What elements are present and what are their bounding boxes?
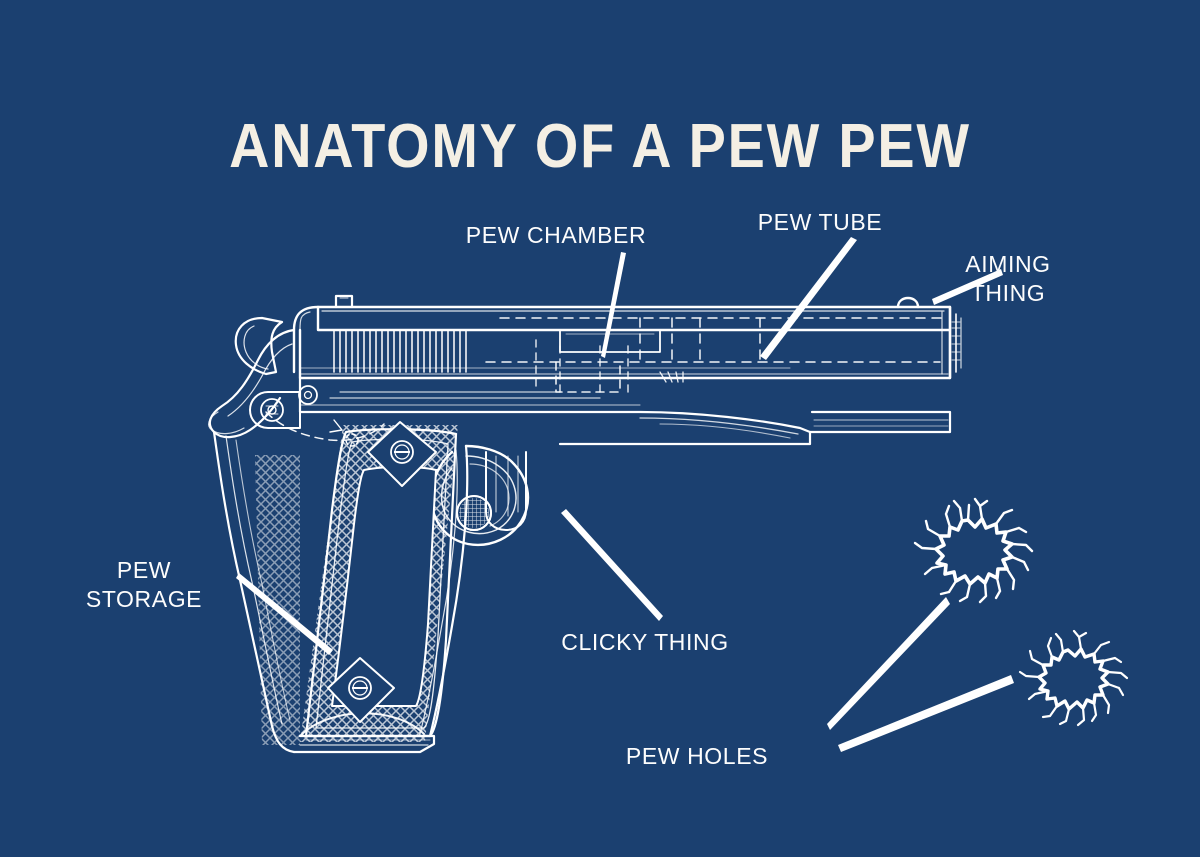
page-title: ANATOMY OF A PEW PEW — [229, 111, 971, 181]
label-aiming-thing: AIMING THING — [965, 251, 1051, 307]
label-pew-holes: PEW HOLES — [625, 743, 769, 769]
leader-pew-holes-1 — [827, 597, 950, 730]
leader-lines — [236, 237, 1014, 752]
slide-stop-pin — [298, 385, 318, 405]
label-pew-chamber: PEW CHAMBER — [465, 222, 647, 248]
label-pew-storage: PEW STORAGE — [85, 557, 203, 613]
pistol-slide — [292, 294, 962, 393]
hidden-barrel-lines — [485, 317, 945, 363]
leader-pew-tube — [760, 237, 857, 360]
leader-pew-holes-2 — [838, 675, 1014, 752]
label-clicky-thing: CLICKY THING — [561, 629, 729, 655]
label-pew-tube: PEW TUBE — [757, 209, 883, 235]
trigger — [485, 451, 527, 531]
leader-clicky-thing — [561, 509, 663, 621]
front-sight — [896, 296, 920, 309]
safety-pivot — [260, 398, 284, 422]
thumb-safety — [249, 391, 301, 429]
bullet-hole-lower — [1018, 629, 1129, 727]
slide-serrations — [333, 330, 467, 373]
ejection-port — [559, 329, 661, 353]
frontstrap — [428, 444, 469, 738]
leader-aiming-thing — [932, 269, 1003, 305]
bullet-hole-upper — [913, 497, 1034, 604]
grip-medallions — [327, 421, 437, 723]
leader-pew-chamber — [601, 252, 626, 358]
grip-panel-field — [331, 466, 437, 707]
leader-pew-storage — [236, 573, 333, 655]
grip-safety — [208, 328, 296, 439]
rear-sight — [334, 294, 354, 309]
